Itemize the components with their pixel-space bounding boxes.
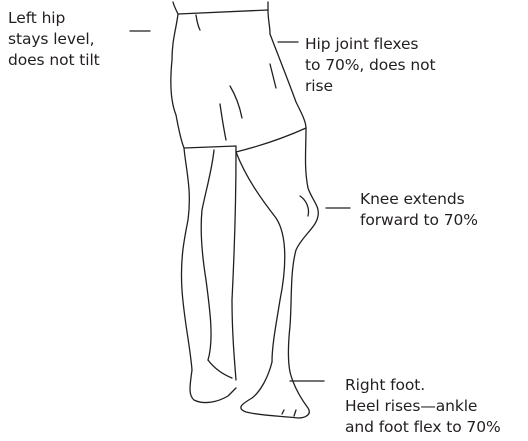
hip-joint-line-1: Hip joint flexes	[305, 34, 435, 55]
right-foot-line-3: and foot flex to 70%	[345, 417, 501, 438]
left-hip-annotation: Left hip stays level, does not tilt	[8, 8, 100, 71]
left-hip-line-1: Left hip	[8, 8, 100, 29]
knee-line-1: Knee extends	[360, 189, 478, 210]
knee-line-2: forward to 70%	[360, 210, 478, 231]
right-foot-line-2: Heel rises—ankle	[345, 396, 501, 417]
knee-annotation: Knee extends forward to 70%	[360, 189, 478, 231]
right-foot-line-1: Right foot.	[345, 375, 501, 396]
hip-joint-annotation: Hip joint flexes to 70%, does not rise	[305, 34, 435, 97]
hip-joint-line-3: rise	[305, 76, 435, 97]
right-leg	[236, 128, 318, 418]
left-hip-line-3: does not tilt	[8, 50, 100, 71]
right-foot-annotation: Right foot. Heel rises—ankle and foot fl…	[345, 375, 501, 438]
left-leg	[181, 148, 236, 403]
hip-joint-line-2: to 70%, does not	[305, 55, 435, 76]
left-hip-line-2: stays level,	[8, 29, 100, 50]
shorts	[171, 2, 306, 152]
